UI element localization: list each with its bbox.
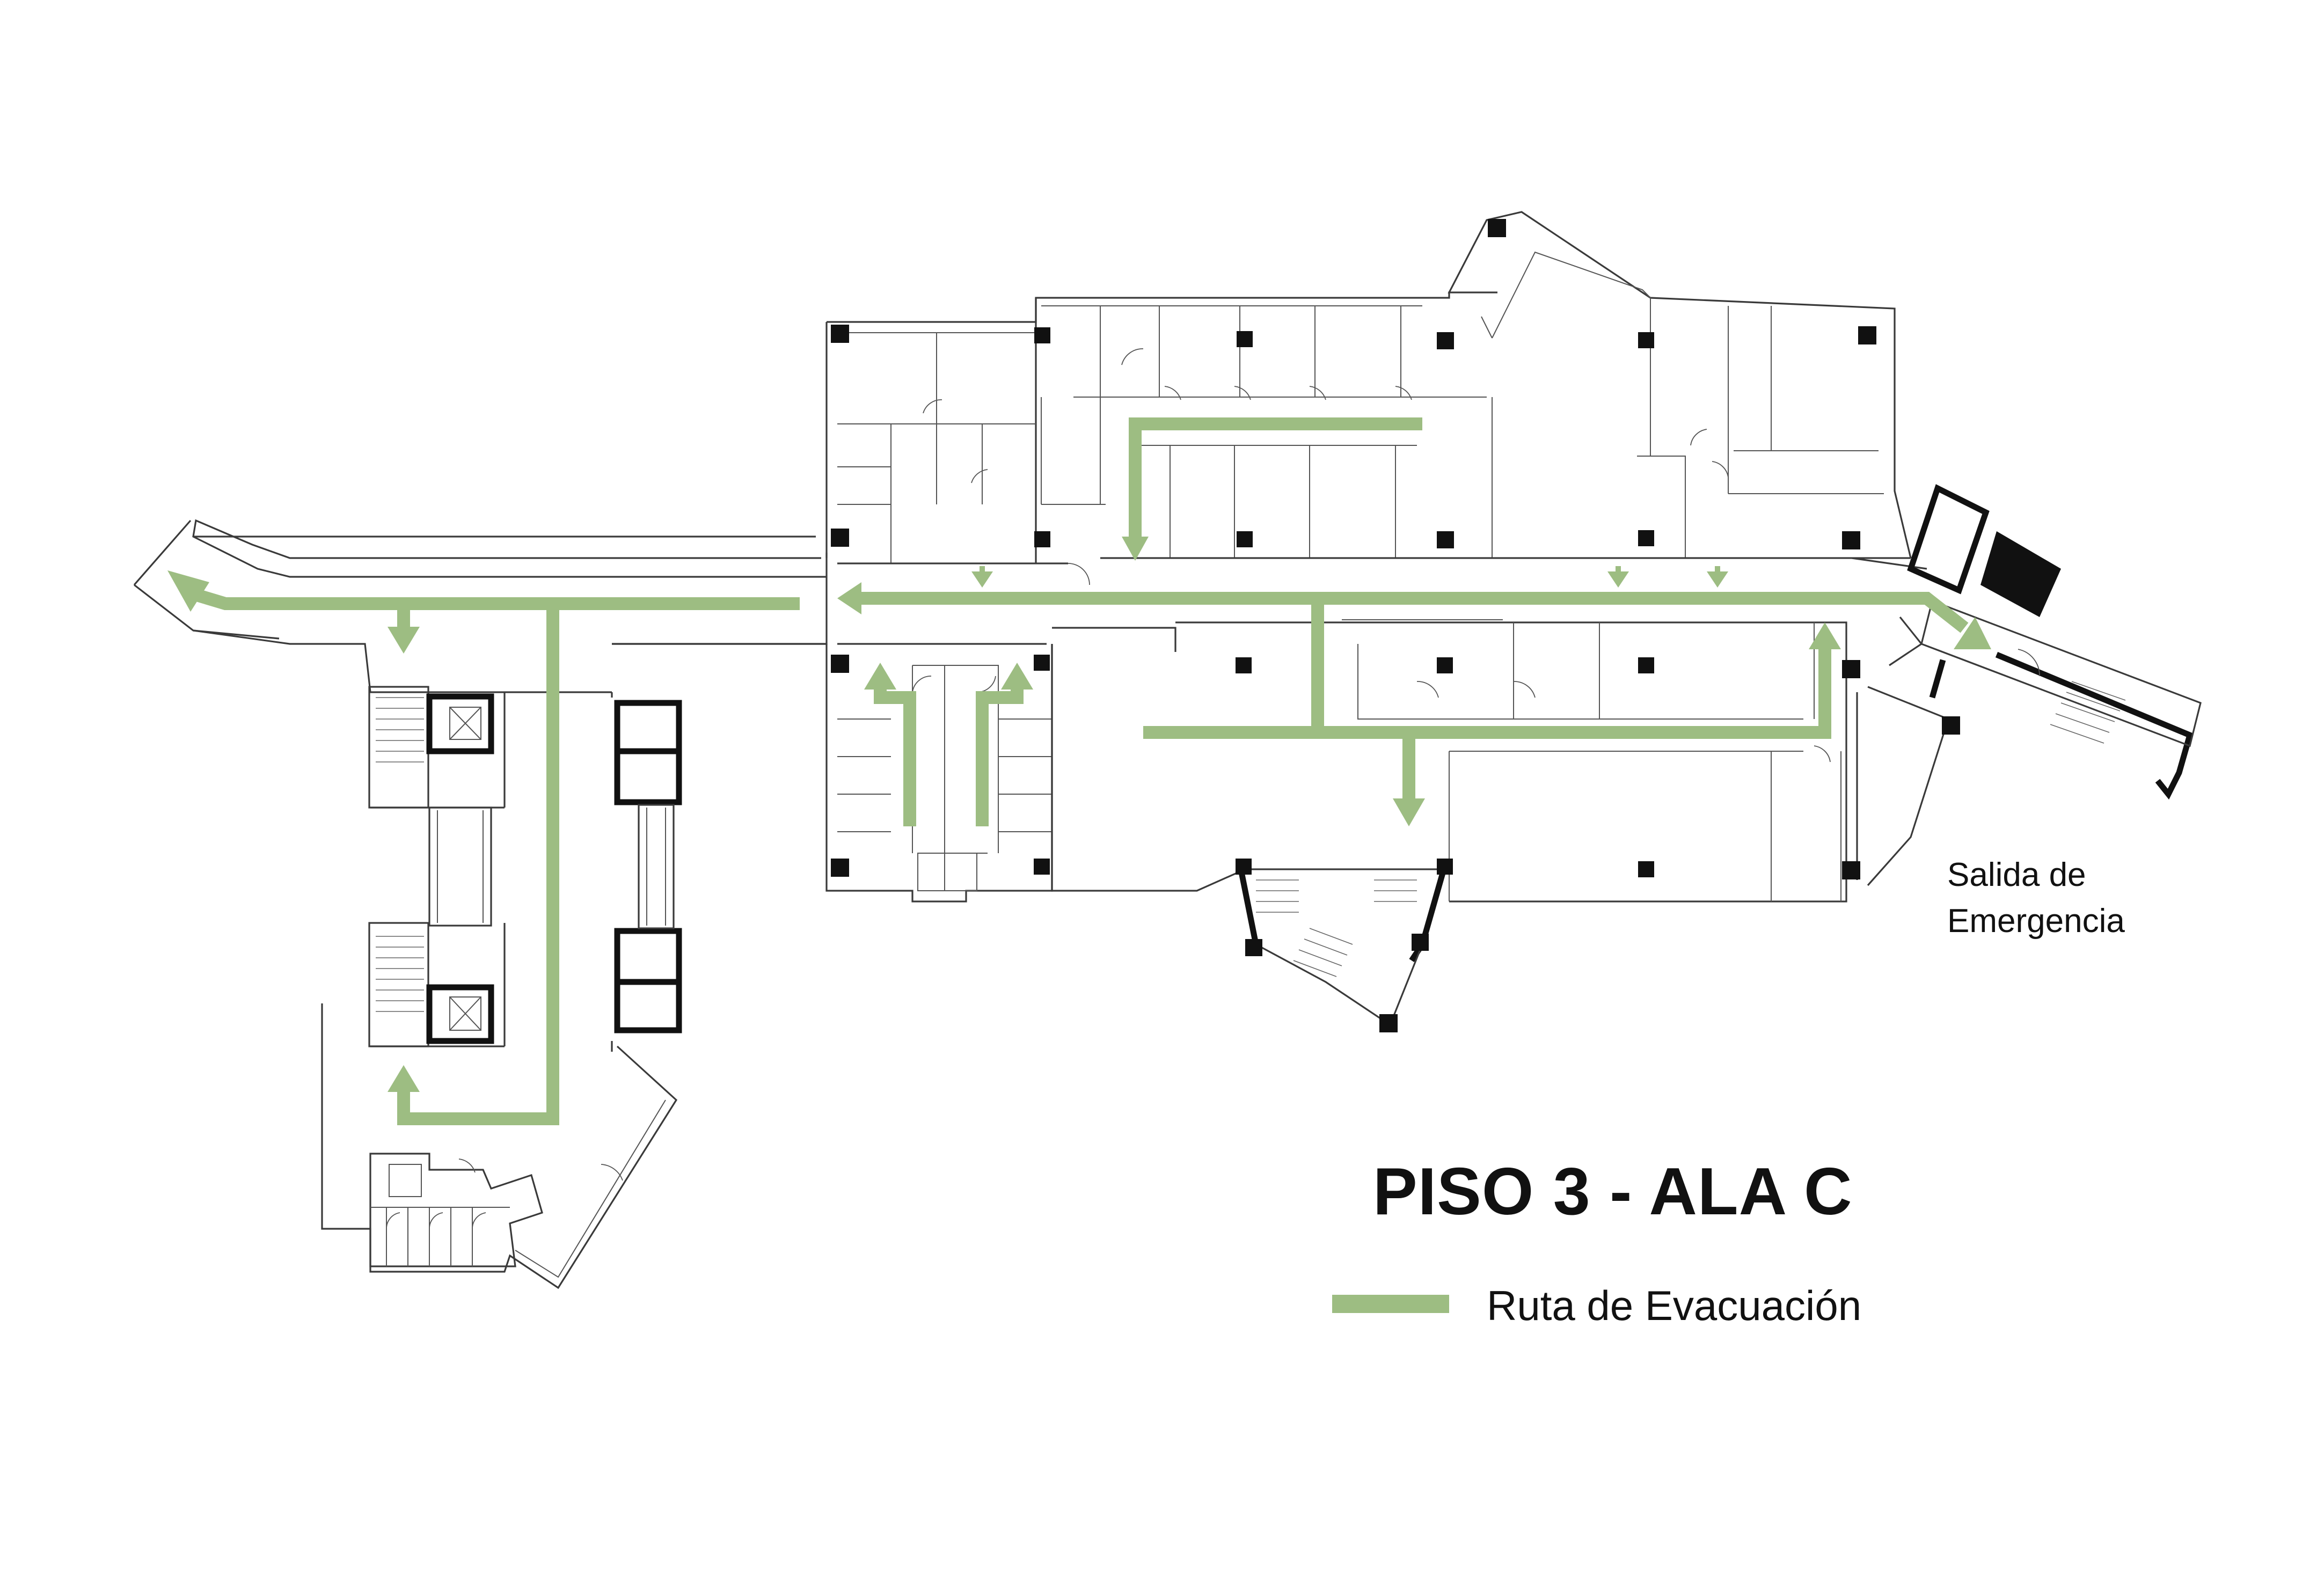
upper-elevator-core — [426, 693, 494, 754]
upper-stair-block — [368, 686, 429, 809]
column — [1034, 655, 1050, 671]
emergency-stair-treads — [2050, 681, 2126, 744]
central-stair-treads — [1256, 879, 1417, 977]
restroom-block — [369, 1153, 543, 1267]
column — [831, 529, 849, 547]
structural-columns — [831, 219, 1960, 1032]
column — [1842, 660, 1860, 678]
column — [1638, 657, 1654, 673]
route-arrow-upper-stair — [388, 627, 420, 654]
lower-elevator-core — [426, 984, 494, 1044]
south-lobby-wall — [321, 1003, 678, 1289]
column — [831, 655, 849, 673]
route-north-offices — [1129, 417, 1422, 537]
legend-route-label: Ruta de Evacuación — [1487, 1282, 1862, 1329]
route-arrow-inlet — [1607, 571, 1629, 588]
west-wing — [133, 519, 828, 1289]
column — [1245, 939, 1262, 956]
route-south-corridor — [1143, 644, 1831, 739]
column — [1237, 331, 1253, 347]
west-corridor-top-line — [193, 536, 816, 640]
column — [831, 325, 849, 343]
route-arrow-main-west — [837, 582, 861, 614]
lower-stair-treads — [376, 936, 424, 1012]
east-elevator-bank-lower — [614, 928, 682, 1033]
column — [1437, 657, 1453, 673]
route-main-corridor — [853, 592, 1969, 633]
column — [1437, 859, 1453, 875]
column — [1437, 332, 1454, 349]
east-emergency-stair — [1856, 484, 2202, 886]
column — [1638, 861, 1654, 877]
column — [1942, 716, 1960, 735]
column — [1034, 531, 1050, 547]
route-arrow-service-left — [864, 663, 896, 690]
route-service-left — [874, 687, 916, 826]
route-arrow-service-right — [1001, 663, 1033, 690]
column — [1488, 219, 1506, 237]
east-elevator-bank-upper — [614, 700, 682, 805]
north-block-outline — [827, 211, 1912, 559]
south-west-service-block — [825, 644, 1053, 903]
main-corridor-south-wall — [837, 621, 1847, 655]
exit-label-line2: Emergencia — [1947, 903, 2125, 940]
route-arrow-central-stair — [1393, 798, 1425, 826]
column — [1237, 531, 1253, 547]
map-title: PISO 3 - ALA C — [1373, 1155, 1853, 1229]
route-west-spine — [397, 604, 559, 1125]
route-service-right — [976, 687, 1024, 826]
route-arrow-lower-stair — [388, 1065, 420, 1092]
column — [1437, 531, 1454, 548]
upper-stair-treads — [376, 697, 424, 762]
route-arrow-exit-east — [1954, 617, 1991, 649]
route-west-corridor — [196, 589, 800, 610]
column — [1858, 326, 1876, 344]
west-bridge — [428, 806, 492, 927]
column — [1638, 530, 1654, 546]
evacuation-route — [167, 417, 1991, 1125]
column — [1842, 531, 1860, 549]
column — [1034, 327, 1050, 343]
column — [831, 859, 849, 877]
column — [1236, 657, 1252, 673]
column — [1412, 934, 1429, 951]
route-arrow-west — [167, 570, 209, 612]
legend-route-swatch — [1332, 1295, 1449, 1313]
route-arrow-north-offices — [1122, 537, 1149, 561]
column — [1236, 859, 1252, 875]
column — [1379, 1014, 1398, 1032]
main-corridor-north-wall — [837, 557, 1927, 570]
north-offices — [837, 251, 1884, 762]
route-arrow-south-up — [1809, 622, 1841, 649]
exit-label-line1: Salida de — [1947, 856, 2086, 893]
route-arrow-inlet — [971, 571, 993, 588]
lower-stair-block — [368, 922, 429, 1047]
column — [1842, 861, 1860, 879]
route-arrow-inlet — [1707, 571, 1728, 588]
south-offices — [1051, 644, 1847, 903]
column — [1034, 859, 1050, 875]
column — [1638, 332, 1654, 348]
west-corridor-wall — [192, 519, 827, 578]
